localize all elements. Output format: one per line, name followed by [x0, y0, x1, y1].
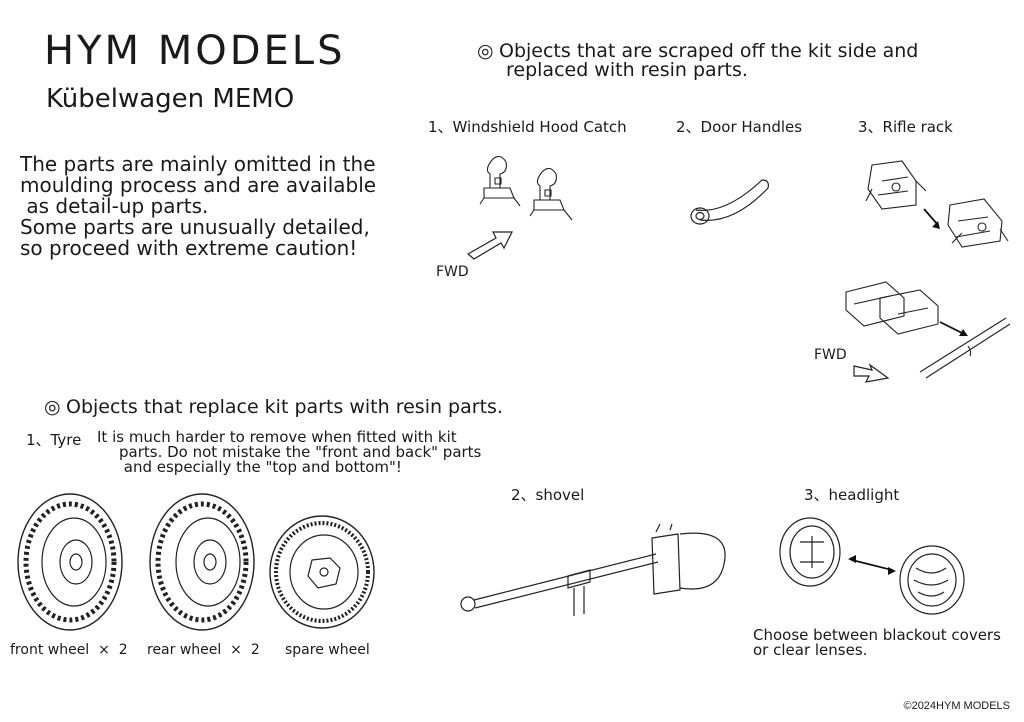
rear-wheel-illustration [146, 490, 258, 635]
fwd-arrow-icon [466, 228, 516, 260]
double-circle-icon: ◎ [44, 396, 61, 418]
section-replace-title-text: Objects that replace kit parts with resi… [66, 396, 503, 418]
fwd-label: FWD [436, 264, 469, 280]
headlight-note-line: or clear lenses. [753, 641, 868, 659]
tyre-label: 1、Tyre [26, 431, 82, 449]
intro-text: The parts are mainly omitted in the moul… [20, 154, 376, 259]
page-subtitle: Kübelwagen MEMO [46, 84, 295, 114]
double-circle-icon: ◎ [477, 40, 494, 62]
fwd-arrow-icon [852, 364, 890, 384]
intro-line: moulding process and are available [20, 173, 377, 197]
section-scraped-title-line1: Objects that are scraped off the kit sid… [499, 40, 919, 62]
hood-catch-illustration [470, 150, 580, 235]
item-label-rifle-rack: 3、Rifle rack [858, 118, 953, 136]
shovel-illustration [456, 524, 726, 620]
headlight-label: 3、headlight [804, 486, 900, 504]
shovel-label: 2、shovel [511, 486, 585, 504]
intro-line: Some parts are unusually detailed, [20, 215, 370, 239]
brand-title: HYM MODELS [44, 28, 346, 74]
headlight-note: Choose between blackout covers or clear … [753, 628, 1001, 658]
item-label-door-handles: 2、Door Handles [676, 118, 803, 136]
headlight-note-line: Choose between blackout covers [753, 626, 1001, 644]
rear-wheel-label: rear wheel × 2 [147, 642, 260, 658]
rifle-rack-assembly-illustration [840, 272, 1010, 382]
item-label-hood-catch: 1、Windshield Hood Catch [428, 118, 627, 136]
headlight-illustration [776, 514, 976, 618]
intro-line: so proceed with extreme caution! [20, 236, 358, 260]
rifle-rack-illustration [862, 155, 1012, 265]
section-replace-title: ◎Objects that replace kit parts with res… [44, 398, 503, 417]
intro-line: as detail-up parts. [20, 194, 209, 218]
fwd-label: FWD [814, 347, 847, 363]
tyre-note-line: It is much harder to remove when fitted … [97, 428, 457, 446]
tyre-note: It is much harder to remove when fitted … [97, 430, 481, 475]
section-scraped-title: ◎Objects that are scraped off the kit si… [477, 42, 918, 80]
door-handle-illustration [686, 176, 778, 230]
spare-wheel-illustration [266, 512, 378, 632]
front-wheel-label: front wheel × 2 [10, 642, 128, 658]
tyre-note-line: parts. Do not mistake the "front and bac… [119, 443, 482, 461]
intro-line: The parts are mainly omitted in the [20, 152, 376, 176]
front-wheel-illustration [14, 490, 126, 635]
section-scraped-title-line2: replaced with resin parts. [506, 59, 748, 81]
spare-wheel-label: spare wheel [285, 642, 370, 658]
copyright-text: ©2024HYM MODELS [903, 700, 1010, 712]
tyre-note-line: and especially the "top and bottom"! [119, 458, 402, 476]
